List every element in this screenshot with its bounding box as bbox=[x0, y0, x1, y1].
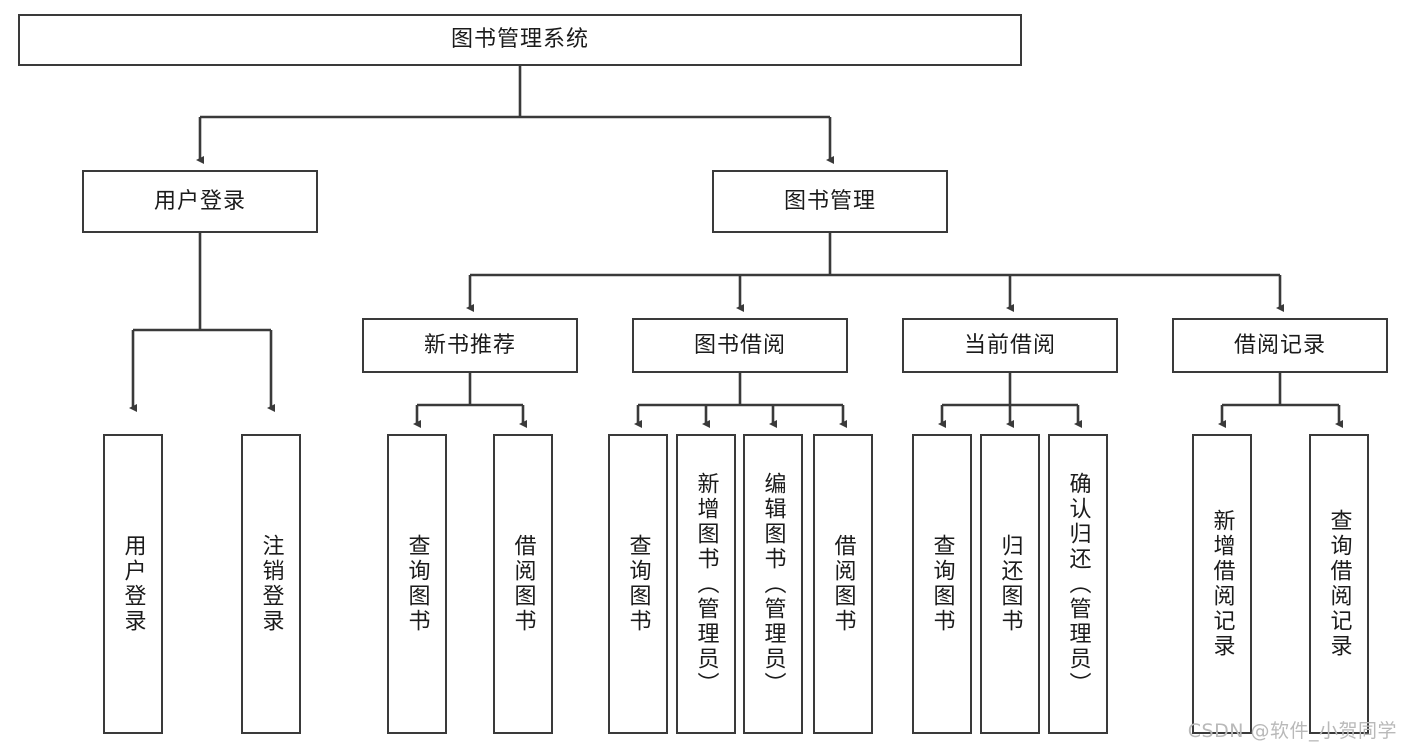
node-leaf-return-book[interactable]: 归还图书 bbox=[980, 434, 1040, 734]
node-leaf-query-book-borrow[interactable]: 查询图书 bbox=[608, 434, 668, 734]
node-label: 查询图书 bbox=[404, 534, 430, 634]
node-label: 借阅图书 bbox=[510, 534, 536, 634]
node-current-borrow[interactable]: 当前借阅 bbox=[902, 318, 1118, 373]
node-leaf-borrow-book-recommend[interactable]: 借阅图书 bbox=[493, 434, 553, 734]
node-label: 查询借阅记录 bbox=[1326, 509, 1352, 659]
node-label: 借阅记录 bbox=[1233, 332, 1326, 358]
node-label: 新书推荐 bbox=[423, 332, 516, 358]
node-leaf-borrow-book[interactable]: 借阅图书 bbox=[813, 434, 873, 734]
node-book-borrow[interactable]: 图书借阅 bbox=[632, 318, 848, 373]
node-book-management[interactable]: 图书管理 bbox=[712, 170, 948, 233]
node-label: 确认归还（管理员） bbox=[1065, 471, 1091, 697]
node-label: 用户登录 bbox=[153, 188, 246, 214]
node-leaf-user-login[interactable]: 用户登录 bbox=[103, 434, 163, 734]
node-root-system[interactable]: 图书管理系统 bbox=[18, 14, 1022, 66]
node-leaf-query-book-recommend[interactable]: 查询图书 bbox=[387, 434, 447, 734]
node-label: 编辑图书（管理员） bbox=[760, 471, 786, 697]
node-leaf-query-book-current[interactable]: 查询图书 bbox=[912, 434, 972, 734]
node-label: 当前借阅 bbox=[963, 332, 1056, 358]
node-leaf-edit-book-admin[interactable]: 编辑图书（管理员） bbox=[743, 434, 803, 734]
node-label: 查询图书 bbox=[929, 534, 955, 634]
node-label: 新增图书（管理员） bbox=[693, 471, 719, 697]
node-leaf-logout[interactable]: 注销登录 bbox=[241, 434, 301, 734]
node-new-book-recommend[interactable]: 新书推荐 bbox=[362, 318, 578, 373]
watermark: CSDN @软件_小贺同学 bbox=[1187, 720, 1397, 742]
node-label: 借阅图书 bbox=[830, 534, 856, 634]
node-label: 图书管理 bbox=[783, 188, 876, 214]
node-label: 用户登录 bbox=[120, 534, 146, 634]
node-leaf-query-borrow-record[interactable]: 查询借阅记录 bbox=[1309, 434, 1369, 734]
node-label: 新增借阅记录 bbox=[1209, 509, 1235, 659]
node-user-login[interactable]: 用户登录 bbox=[82, 170, 318, 233]
node-leaf-add-borrow-record[interactable]: 新增借阅记录 bbox=[1192, 434, 1252, 734]
node-label: 图书管理系统 bbox=[450, 27, 589, 53]
node-leaf-add-book-admin[interactable]: 新增图书（管理员） bbox=[676, 434, 736, 734]
node-label: 查询图书 bbox=[625, 534, 651, 634]
node-leaf-confirm-return-admin[interactable]: 确认归还（管理员） bbox=[1048, 434, 1108, 734]
node-label: 图书借阅 bbox=[693, 332, 786, 358]
node-label: 注销登录 bbox=[258, 534, 284, 634]
node-borrow-record[interactable]: 借阅记录 bbox=[1172, 318, 1388, 373]
node-label: 归还图书 bbox=[997, 534, 1023, 634]
